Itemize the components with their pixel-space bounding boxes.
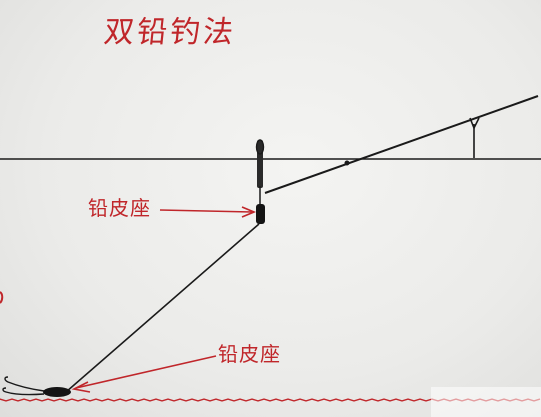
fishing-rod xyxy=(264,95,539,194)
lower-sinker-seat xyxy=(43,387,71,397)
arrow-lower xyxy=(75,355,217,389)
arrow-upper-head-icon xyxy=(241,206,257,218)
float xyxy=(257,140,263,188)
hook-2-icon xyxy=(2,387,45,396)
watermark-area xyxy=(431,387,541,417)
arrow-lower-head-icon xyxy=(71,381,91,393)
rod-guide xyxy=(344,160,350,166)
hook-1-icon xyxy=(4,376,45,392)
lower-sinker-seat-label: 铅皮座 xyxy=(218,342,281,366)
edge-mark xyxy=(0,291,4,304)
upper-sinker-seat xyxy=(256,204,265,224)
rod-tip-v-icon xyxy=(469,117,480,130)
upper-sinker-seat-label: 铅皮座 xyxy=(88,196,151,220)
arrow-upper xyxy=(159,209,253,213)
float-tip xyxy=(255,139,265,155)
main-line xyxy=(65,223,260,393)
diagram-title: 双铅钓法 xyxy=(102,15,238,50)
